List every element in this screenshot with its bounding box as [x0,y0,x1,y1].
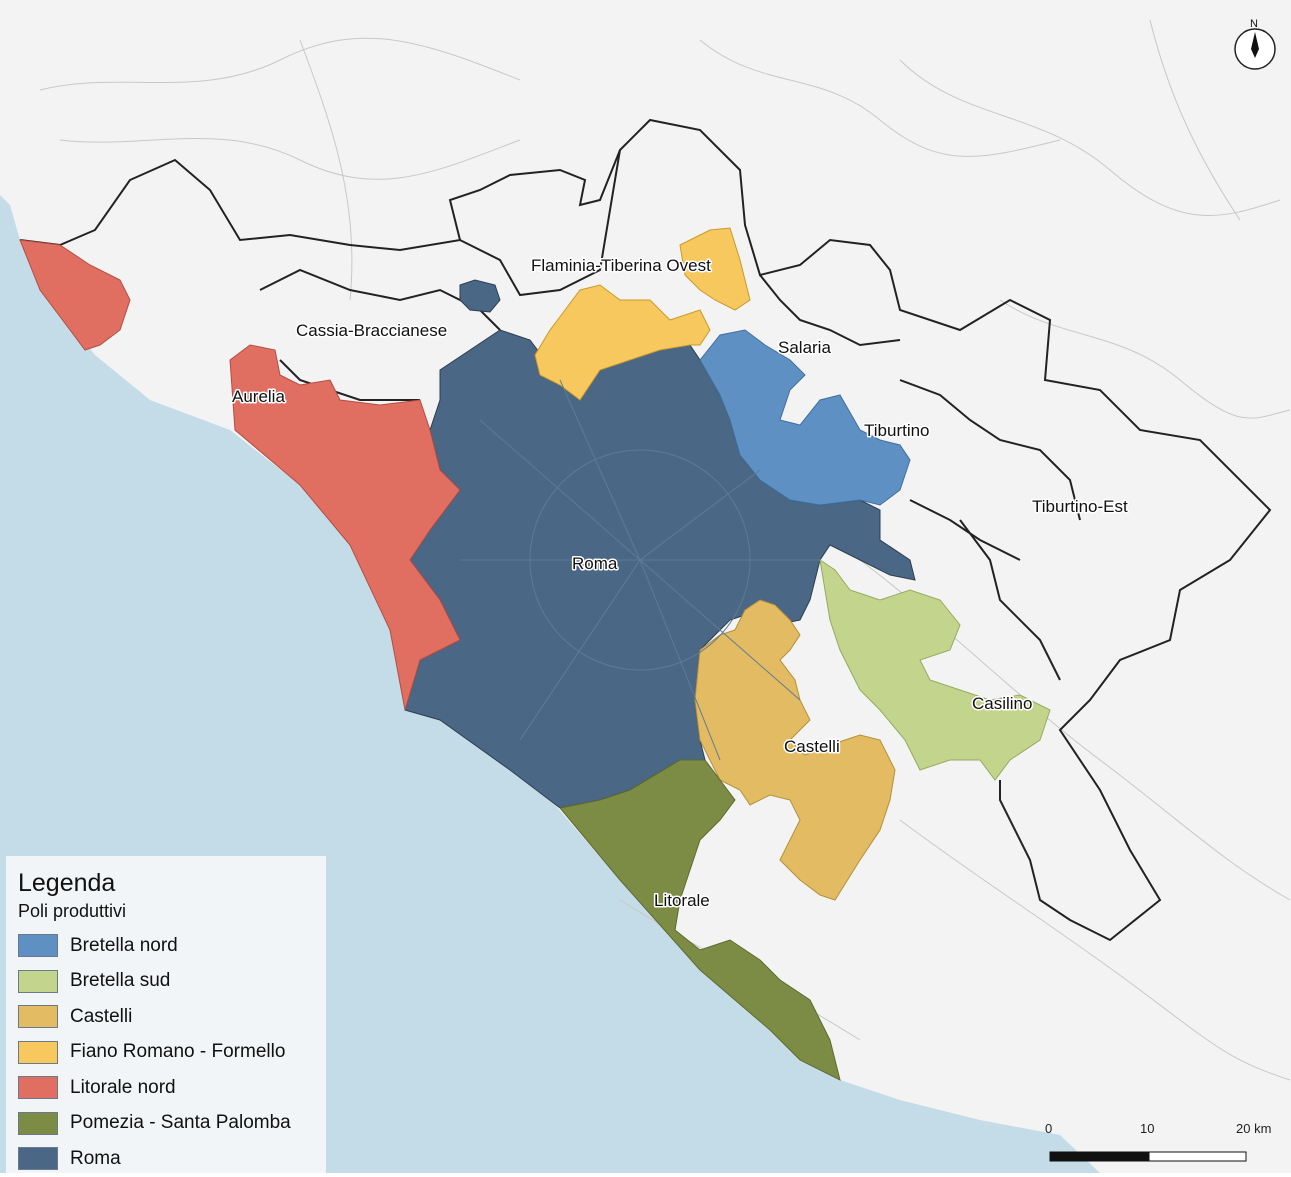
label-castelli: Castelli [784,737,840,756]
area-bretella-sud [819,558,1051,781]
north-arrow-icon: N [1234,18,1276,70]
legend-label: Bretella sud [70,970,171,992]
legend: Legenda Poli produttivi Bretella nord Br… [6,856,326,1173]
label-litorale: Litorale [654,891,710,910]
label-cassia: Cassia-Braccianese [296,321,447,340]
label-tiburtino-est: Tiburtino-Est [1032,497,1128,516]
legend-subtitle: Poli produttivi [18,901,127,921]
legend-item-fiano-formello: Fiano Romano - Formello [18,1035,314,1071]
area-castelli [694,599,896,901]
legend-label: Fiano Romano - Formello [70,1041,286,1063]
label-tiburtino: Tiburtino [864,421,930,440]
legend-label: Roma [70,1147,121,1169]
label-aurelia: Aurelia [232,387,285,406]
north-label: N [1250,18,1258,30]
scale-tick-10: 10 [1140,1121,1154,1136]
legend-swatch [18,969,58,993]
legend-item-castelli: Castelli [18,999,314,1035]
legend-swatch [18,1111,58,1135]
legend-label: Castelli [70,1005,133,1027]
legend-label: Litorale nord [70,1076,176,1098]
legend-title: Legenda [18,869,116,897]
area-litorale-nord-south [229,344,461,711]
legend-item-bretella-sud: Bretella sud [18,964,314,1000]
legend-swatch [18,1076,58,1100]
label-salaria: Salaria [778,338,831,357]
area-fiano-formello-north [679,227,751,311]
legend-swatch [18,1147,58,1171]
legend-swatch [18,934,58,958]
area-pomezia [559,759,841,1081]
legend-item-litorale-nord: Litorale nord [18,1070,314,1106]
label-casilino: Casilino [972,694,1032,713]
legend-swatch [18,1040,58,1064]
legend-label: Pomezia - Santa Palomba [70,1112,291,1134]
legend-item-roma: Roma [18,1141,314,1177]
scale-tick-0: 0 [1045,1121,1052,1136]
legend-item-bretella-nord: Bretella nord [18,928,314,964]
roma-roads [460,379,820,761]
area-litorale-nord-north [19,239,131,351]
label-flaminia: Flaminia-Tiberina Ovest [531,256,711,275]
scale-bar: 0 10 20 km [1045,1121,1271,1162]
area-fiano-formello [534,284,711,401]
legend-label: Bretella nord [70,934,178,956]
label-roma: Roma [572,554,618,573]
area-roma-enclave [459,279,501,313]
legend-swatch [18,1005,58,1029]
legend-item-pomezia: Pomezia - Santa Palomba [18,1106,314,1142]
area-bretella-nord [699,329,911,506]
scale-tick-20: 20 km [1236,1121,1271,1136]
